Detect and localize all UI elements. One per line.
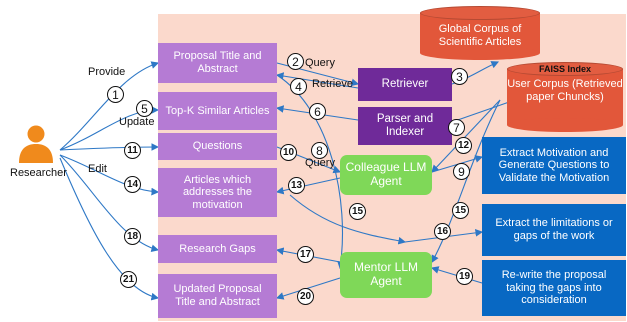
extract-motivation-box: Extract Motivation and Generate Question…	[482, 137, 626, 194]
proposal-box: Proposal Title and Abstract	[158, 43, 277, 83]
step-15b-marker: 15	[452, 202, 469, 219]
person-icon	[19, 125, 53, 163]
parser-indexer-box: Parser and Indexer	[358, 107, 452, 145]
step-11-marker: 11	[124, 142, 141, 159]
step-17-marker: 17	[297, 246, 314, 263]
faiss-index-label: FAISS Index	[538, 64, 591, 74]
edge-label-retrieve: Retrieve	[312, 78, 353, 90]
edge-label-update: Update	[119, 116, 155, 128]
user-corpus-label: User Corpus (Retrieved paper Chuncks)	[507, 78, 623, 104]
step-8-marker: 8	[311, 142, 328, 159]
step-5-marker: 5	[136, 100, 153, 117]
edge-label-query-2: Query	[305, 157, 335, 169]
edge-label-provide: Provide	[88, 66, 126, 78]
updated-proposal-box: Updated Proposal Title and Abstract	[158, 274, 277, 318]
step-13-marker: 13	[288, 177, 305, 194]
colleague-agent-box: Colleague LLM Agent	[340, 155, 432, 195]
step-19-marker: 19	[456, 268, 473, 285]
step-14-marker: 14	[124, 176, 141, 193]
questions-box: Questions	[158, 133, 277, 160]
research-gaps-box: Research Gaps	[158, 235, 277, 263]
step-3-marker: 3	[451, 68, 468, 85]
articles-motivation-box: Articles which addresses the motivation	[158, 168, 277, 217]
step-6-marker: 6	[309, 103, 326, 120]
step-2-marker: 2	[287, 53, 304, 70]
step-12-marker: 12	[455, 137, 472, 154]
retriever-box: Retriever	[358, 68, 452, 101]
step-21-marker: 21	[120, 271, 137, 288]
step-7-marker: 7	[448, 119, 465, 136]
mentor-agent-box: Mentor LLM Agent	[340, 252, 432, 298]
global-corpus-database: Global Corpus of Scientific Articles	[420, 6, 540, 60]
researcher-label: Researcher	[10, 167, 67, 179]
edge-label-edit: Edit	[88, 163, 107, 175]
step-1-marker: 1	[107, 86, 124, 103]
step-20-marker: 20	[297, 288, 314, 305]
step-4-marker: 4	[290, 78, 307, 95]
topk-articles-box: Top-K Similar Articles	[158, 92, 277, 130]
rewrite-proposal-box: Re-write the proposal taking the gaps in…	[482, 260, 626, 316]
step-18-marker: 18	[124, 228, 141, 245]
step-16-marker: 16	[434, 223, 451, 240]
step-15-marker: 15	[349, 203, 366, 220]
global-corpus-label: Global Corpus of Scientific Articles	[438, 23, 522, 49]
extract-limitations-box: Extract the limitations or gaps of the w…	[482, 204, 626, 256]
user-corpus-database: FAISS Index User Corpus (Retrieved paper…	[507, 62, 623, 132]
step-9-marker: 9	[453, 163, 470, 180]
edge-label-query: Query	[305, 57, 335, 69]
step-10-marker: 10	[280, 144, 297, 161]
